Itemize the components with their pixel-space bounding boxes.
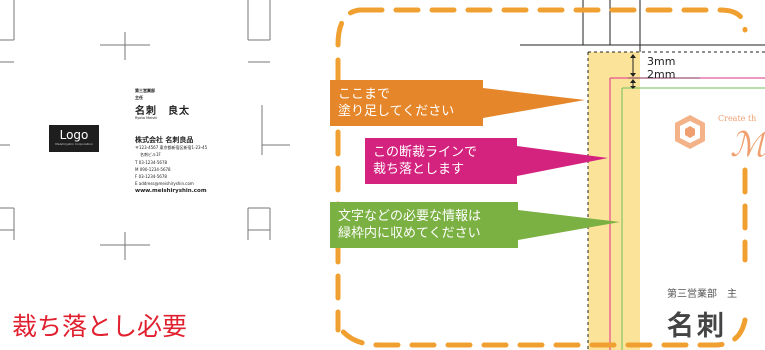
card-url: www.meishiryshin.com: [135, 188, 207, 194]
card-email: E address@meishiryshin.com: [135, 181, 194, 186]
business-card-preview: Logo Meishiryshin Corporation 第三営業部 主任 名…: [0, 0, 310, 300]
card-corner-area: [640, 52, 765, 350]
callout-bleed-line2: 塗り足してください: [338, 104, 455, 119]
crop-marks: [0, 0, 290, 260]
logo-tagline: Create th: [718, 114, 757, 123]
callout-cut-line: この断裁ラインで 裁ち落とします: [365, 138, 517, 184]
zoom-name: 名刺: [667, 311, 727, 342]
card-address-line2: 名刺ビル1F: [140, 152, 161, 157]
card-name-romaji: Ryota Meishi: [135, 116, 158, 120]
logo-subtext: Meishiryshin Corporation: [55, 142, 93, 146]
measure-3mm: 3mm: [647, 55, 676, 68]
callout-cut-line2: 裁ち落とします: [373, 162, 465, 177]
logo: Logo Meishiryshin Corporation: [49, 125, 99, 152]
bleed-required-label: 裁ち落とし必要: [12, 312, 188, 341]
card-title: 主任: [135, 95, 143, 100]
zoom-department-title: 第三営業部 主: [667, 289, 737, 300]
card-name: 名刺 良太: [135, 106, 190, 117]
card-mobile: M 090-1234-5678: [135, 167, 171, 172]
callout-safe-line1: 文字などの必要な情報は: [338, 209, 482, 224]
card-tel: T 03-1234-5678: [135, 160, 168, 165]
callout-safe-area: 文字などの必要な情報は 緑枠内に収めてください: [330, 202, 518, 248]
card-fax: F 03-1234-5678: [135, 174, 167, 179]
card-company: 株式会社 名刺良品: [135, 136, 194, 144]
callout-safe-line2: 緑枠内に収めてください: [338, 226, 481, 241]
card-department: 第三営業部: [135, 88, 155, 93]
callout-bleed: ここまで 塗り足してください: [330, 80, 483, 126]
callout-cut-line1: この断裁ラインで: [373, 145, 478, 160]
bleed-area: [588, 52, 640, 350]
card-address-line1: 〒123-4567 東京都新宿区新宿1-23-45: [135, 145, 208, 150]
callout-bleed-line1: ここまで: [338, 87, 391, 102]
script-logo-letter: ℳ: [730, 125, 765, 165]
logo-text: Logo: [59, 128, 89, 142]
measure-2mm: 2mm: [647, 68, 676, 81]
